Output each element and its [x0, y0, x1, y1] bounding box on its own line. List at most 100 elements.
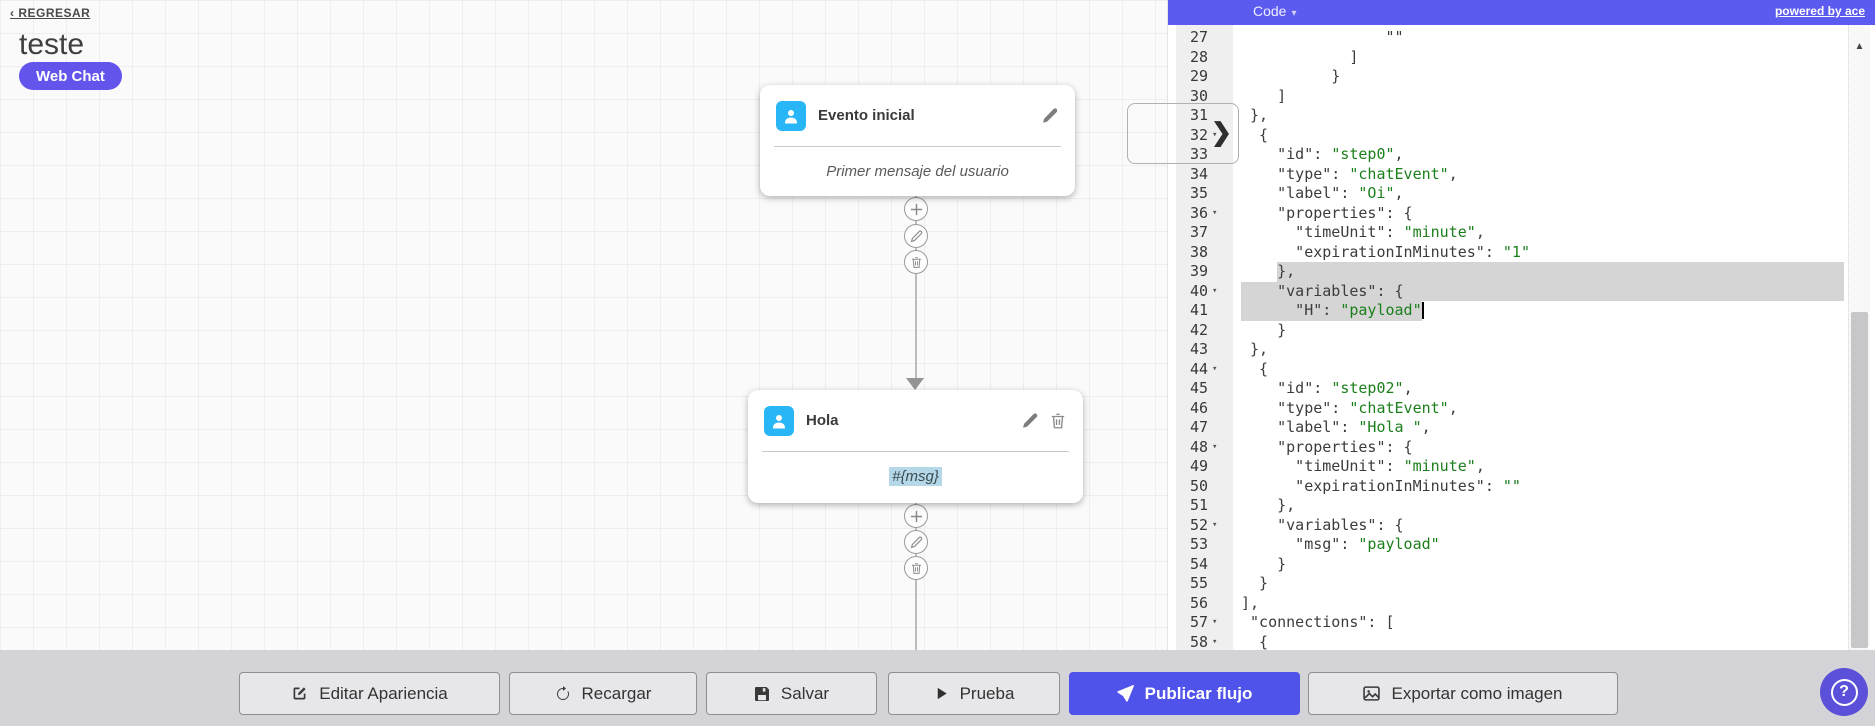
- channel-badge: Web Chat: [19, 62, 122, 90]
- user-avatar-icon: [776, 100, 806, 131]
- powered-by-ace-link[interactable]: powered by ace: [1774, 4, 1865, 18]
- save-button[interactable]: Salvar: [706, 672, 877, 715]
- connector-arrow-icon: [906, 378, 924, 390]
- code-line[interactable]: 53 "msg": "payload": [1168, 535, 1875, 555]
- back-link[interactable]: ‹ REGRESAR: [10, 6, 91, 20]
- question-icon: ?: [1830, 678, 1858, 706]
- edit-node-icon[interactable]: [1021, 412, 1039, 430]
- add-step-button[interactable]: [904, 504, 928, 528]
- line-number: 36: [1189, 203, 1208, 222]
- line-number-gutter: [1176, 25, 1233, 650]
- edit-connection-button[interactable]: [904, 224, 928, 248]
- editor-scrollbar[interactable]: ▲: [1848, 25, 1870, 650]
- publish-flow-button[interactable]: Publicar flujo: [1069, 672, 1300, 715]
- fold-spacer: [1208, 243, 1241, 263]
- flow-canvas[interactable]: ‹ REGRESAR teste Web Chat: [0, 0, 1167, 650]
- scrollbar-thumb[interactable]: [1851, 312, 1868, 648]
- fold-spacer: [1208, 184, 1241, 204]
- fold-caret-icon[interactable]: ▾: [1212, 636, 1218, 647]
- code-line[interactable]: 58▾ {: [1168, 633, 1875, 651]
- collapse-code-panel-button[interactable]: ❯: [1127, 103, 1239, 164]
- code-line[interactable]: 30 ]: [1168, 87, 1875, 107]
- code-line[interactable]: 55 }: [1168, 574, 1875, 594]
- test-button[interactable]: Prueba: [888, 672, 1060, 715]
- code-line[interactable]: 45 "id": "step02",: [1168, 379, 1875, 399]
- line-number: 51: [1189, 496, 1208, 514]
- fold-spacer: [1208, 48, 1241, 68]
- line-number: 37: [1189, 223, 1208, 241]
- line-number: 53: [1189, 535, 1208, 553]
- fold-caret-icon[interactable]: ▾: [1212, 363, 1218, 374]
- code-line[interactable]: 27 "": [1168, 28, 1875, 48]
- code-line[interactable]: 44▾ {: [1168, 360, 1875, 380]
- delete-connection-button[interactable]: [904, 250, 928, 274]
- delete-node-icon[interactable]: [1049, 412, 1067, 430]
- code-line[interactable]: 57▾ "connections": [: [1168, 613, 1875, 633]
- fold-spacer: [1208, 165, 1241, 185]
- fold-caret-icon[interactable]: ▾: [1212, 285, 1218, 296]
- code-lines[interactable]: 27 ""28 ]29 }30 ]31 },32▾ {33 "id": "ste…: [1168, 28, 1875, 650]
- scrollbar-up-icon[interactable]: ▲: [1854, 41, 1865, 52]
- line-number: 33: [1189, 145, 1208, 163]
- code-mode-dropdown[interactable]: Code▾: [1253, 3, 1297, 19]
- line-number: 44: [1189, 359, 1208, 378]
- reload-button[interactable]: Recargar: [509, 672, 697, 715]
- fold-spacer: [1208, 477, 1241, 497]
- code-line[interactable]: 39 },: [1168, 262, 1875, 282]
- edit-connection-button[interactable]: [904, 530, 928, 554]
- code-line[interactable]: 34 "type": "chatEvent",: [1168, 165, 1875, 185]
- fold-caret-icon[interactable]: ▾: [1212, 519, 1218, 530]
- code-line[interactable]: 51 },: [1168, 496, 1875, 516]
- fold-spacer: [1208, 223, 1241, 243]
- line-number: 55: [1189, 574, 1208, 592]
- line-number: 49: [1189, 457, 1208, 475]
- code-editor-panel: Code▾ powered by ace 27 ""28 ]29 }30 ]31…: [1167, 0, 1875, 650]
- fold-caret-icon[interactable]: ▾: [1212, 207, 1218, 218]
- code-line[interactable]: 54 }: [1168, 555, 1875, 575]
- line-number: 42: [1189, 320, 1208, 339]
- flow-node-hola[interactable]: Hola #{msg}: [748, 390, 1083, 503]
- fold-caret-icon[interactable]: ▾: [1212, 441, 1218, 452]
- code-line[interactable]: 41 "H": "payload": [1168, 301, 1875, 321]
- code-line[interactable]: 35 "label": "Oi",: [1168, 184, 1875, 204]
- fold-spacer: [1208, 457, 1241, 477]
- flow-node-evento-inicial[interactable]: Evento inicial Primer mensaje del usuari…: [760, 85, 1075, 196]
- help-button[interactable]: ?: [1820, 668, 1868, 716]
- code-line[interactable]: 31 },: [1168, 106, 1875, 126]
- pencil-icon: [910, 536, 922, 548]
- code-line[interactable]: 56],: [1168, 594, 1875, 614]
- line-number: 54: [1189, 554, 1208, 573]
- code-line[interactable]: 28 ]: [1168, 48, 1875, 68]
- code-line[interactable]: 47 "label": "Hola ",: [1168, 418, 1875, 438]
- code-line[interactable]: 46 "type": "chatEvent",: [1168, 399, 1875, 419]
- variable-chip[interactable]: #{msg}: [889, 466, 942, 486]
- code-line[interactable]: 49 "timeUnit": "minute",: [1168, 457, 1875, 477]
- line-number: 50: [1189, 476, 1208, 495]
- edit-appearance-button[interactable]: Editar Apariencia: [239, 672, 500, 715]
- code-line[interactable]: 38 "expirationInMinutes": "1": [1168, 243, 1875, 263]
- code-line[interactable]: 29 }: [1168, 67, 1875, 87]
- flow-title: teste: [19, 28, 85, 61]
- edit-square-icon: [293, 687, 306, 700]
- fold-caret-icon[interactable]: ▾: [1212, 129, 1218, 140]
- code-line[interactable]: 32▾ {: [1168, 126, 1875, 146]
- add-step-button[interactable]: [904, 197, 928, 221]
- image-icon: [1363, 686, 1381, 701]
- code-line[interactable]: 36▾ "properties": {: [1168, 204, 1875, 224]
- line-number: 57: [1189, 613, 1208, 631]
- code-line[interactable]: 43 },: [1168, 340, 1875, 360]
- code-line[interactable]: 42 }: [1168, 321, 1875, 341]
- delete-connection-button[interactable]: [904, 556, 928, 580]
- code-line[interactable]: 33 "id": "step0",: [1168, 145, 1875, 165]
- line-number: 31: [1189, 106, 1208, 124]
- line-number: 34: [1189, 164, 1208, 183]
- edit-node-icon[interactable]: [1041, 107, 1059, 125]
- text-cursor: [1421, 302, 1424, 319]
- code-line[interactable]: 40▾ "variables": {: [1168, 281, 1875, 301]
- code-line[interactable]: 48▾ "properties": {: [1168, 438, 1875, 458]
- code-line[interactable]: 37 "timeUnit": "minute",: [1168, 223, 1875, 243]
- code-line[interactable]: 52▾ "variables": {: [1168, 516, 1875, 536]
- code-line[interactable]: 50 "expirationInMinutes": "": [1168, 477, 1875, 497]
- export-image-button[interactable]: Exportar como imagen: [1308, 672, 1618, 715]
- fold-caret-icon[interactable]: ▾: [1212, 617, 1218, 627]
